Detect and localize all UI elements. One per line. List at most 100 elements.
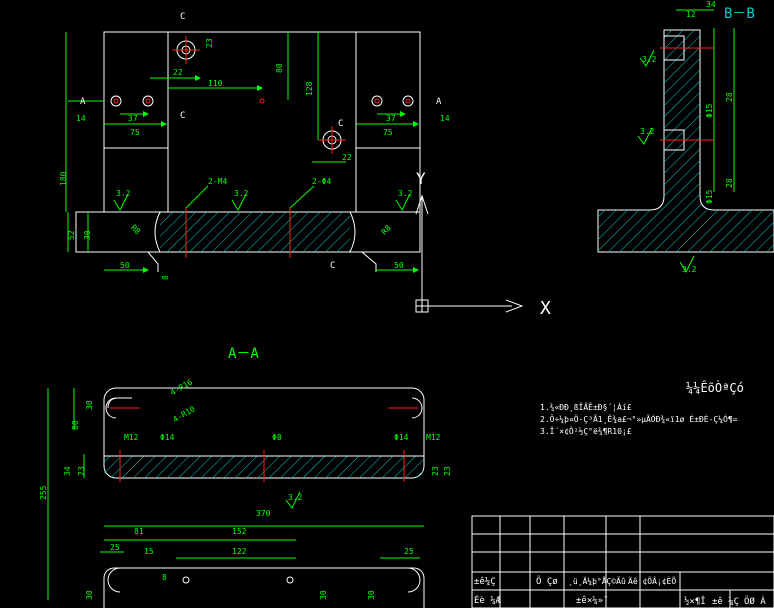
dim-label: 37 [386,114,396,123]
section-mark: C [338,119,343,129]
dim-label: 23 [431,466,440,476]
section-mark: A [80,97,86,107]
roughness-label: 3.2 [288,493,303,502]
section-aa-view: A－A 4-R16 4-R10 30 80 M12 Φ14 Φ8 Φ14 M12… [39,346,452,600]
section-mark: A [436,97,442,107]
dim-label: 23 [77,466,86,476]
roughness-label: 3.2 [642,55,657,64]
dim-label: 8 [162,573,167,582]
dim-label: 14 [440,114,450,123]
bottom-view-outline [103,567,425,608]
roughness-label: 3.2 [682,265,697,274]
dim-label: 75 [383,128,393,137]
dim-label: 25 [404,547,414,556]
dim-label: M12 [426,433,441,442]
dim-label: 80 [275,63,284,73]
roughness-label: 3.2 [640,127,655,136]
callout-label: 2-M4 [208,177,227,186]
section-mark: C [180,12,185,22]
dim-label: 52 [67,230,76,240]
dim-label: 128 [305,81,314,96]
note-line: 3.Î´×¢Ô²½Ç°ë¾¶R10¡£ [540,425,632,436]
roughness-label: 3.2 [398,189,413,198]
dim-label: 28 [725,92,734,102]
dim-label: Φ15 [705,103,714,118]
dim-label: 23 [205,38,214,48]
dim-label: 34 [706,0,716,9]
note-line: 1.¾«ÐÐ¸ßÎÂÊ±Ð§´¦Àí£ [540,401,632,412]
dim-label: 37 [128,114,138,123]
dim-label: Φ14 [394,433,409,442]
top-view: C C C C A A 23 22 110 80 128 14 37 75 37… [59,12,450,280]
small-hole [259,98,265,104]
dim-label: 15 [144,547,154,556]
dim-label: R8 [129,223,142,236]
dim-label: 30 [85,590,94,600]
left-holes [110,95,154,107]
title-block: ±ê¼Ç Ö Çø ¸ü¸Ä¼þ°ÅÇ©Ãû Äê¡¢ÔÂ¡¢ÈÕ Éè ¼Æ … [471,515,774,608]
x-axis-label: X [540,298,551,319]
section-bb-view: B－B 12 34 Φ15 28 28 Φ15 3.2 3.2 3.2 [597,0,774,274]
callout-label: 2-Φ4 [312,177,331,186]
technical-notes: ¼¼ÊõÒªÇó 1.¾«ÐÐ¸ßÎÂÊ±Ð§´¦Àí£ 2.Ö÷¼þ¤Ö·Ç³… [540,380,744,436]
title-cell: ±ê¼Ç [474,576,496,587]
dim-label: 180 [59,171,68,186]
title-cell: ±ê×¼»¯ [576,595,609,606]
dim-label: 81 [134,527,144,536]
ucs-icon: X Y [415,169,551,319]
top-hole [172,36,200,64]
dim-label: 4-R16 [169,377,195,397]
dim-label: R8 [380,223,393,236]
dim-label: 23 [443,466,452,476]
hatched-section [160,212,350,252]
section-bb-title: B－B [724,6,755,22]
dim-label: 370 [256,509,271,518]
dim-label: 30 [85,400,94,410]
dim-label: 28 [725,178,734,188]
dim-label: Φ8 [272,433,282,442]
dim-label: 80 [71,420,80,430]
notes-heading: ¼¼ÊõÒªÇó [686,380,744,395]
section-aa-title: A－A [228,346,259,362]
dim-label: 4-R10 [171,404,197,424]
dim-label: Φ14 [160,433,175,442]
dim-label: 75 [130,128,140,137]
title-cell: ÖØ Á [744,595,766,607]
section-bb-outline [597,29,774,253]
dim-label: 50 [120,261,130,270]
title-cell: Éè ¼Æ [474,594,502,606]
title-cell: Äê¡¢ÔÂ¡¢ÈÕ [628,575,676,586]
dim-label: 14 [76,114,86,123]
dim-label: 122 [232,547,247,556]
dim-label: 34 [63,466,72,476]
dim-label: 152 [232,527,247,536]
title-cell: ½×¶Î [684,595,706,607]
mid-hole [318,126,346,154]
y-axis-label: Y [416,169,426,188]
dim-label: 255 [39,485,48,500]
dim-label: 30 [367,590,376,600]
top-view-outline [103,31,421,213]
roughness-label: 3.2 [116,189,131,198]
dim-label: 22 [342,153,352,162]
dim-label: 30 [83,230,92,240]
dim-label: Φ15 [705,189,714,204]
title-cell: ±ê ¼Ç [712,596,739,607]
section-mark: C [330,261,335,271]
title-cell: Ö Çø [536,576,558,587]
dim-label: 110 [208,79,223,88]
note-line: 2.Ö÷¼þ¤Ö·Ç³Ã1¸Ê¾a£¬°»µÃÓÐ¾«ï1ø É±ÐÈ-Ç¼Ó¶… [540,413,738,424]
dim-label: 12 [686,10,696,19]
roughness-label: 3.2 [234,189,249,198]
title-cell: ¸ü¸Ä¼þ°ÅÇ©Ãû [568,575,626,586]
dim-label: 22 [173,68,183,77]
right-holes [371,95,414,107]
section-mark: C [180,111,185,121]
dim-label: 30 [319,590,328,600]
bottom-view: 81 152 122 25 15 25 8 30 30 30 [85,527,425,608]
dim-label: M12 [124,433,139,442]
dim-label: 25 [110,543,120,552]
dim-label: 50 [394,261,404,270]
dim-label: 8 [161,275,170,280]
